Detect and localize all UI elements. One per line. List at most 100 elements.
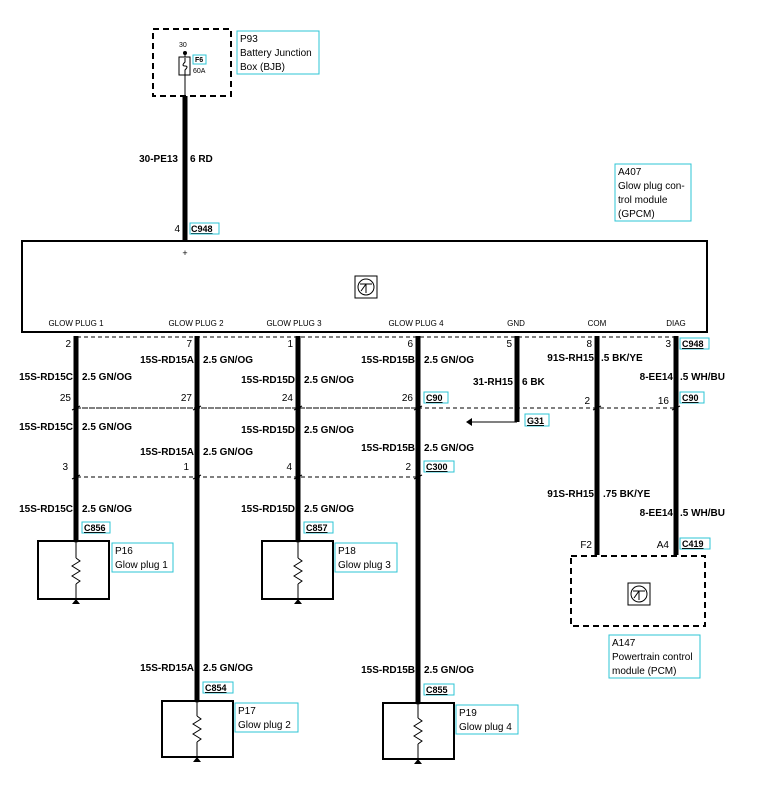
pcm-ref: A147 [612, 638, 636, 649]
wire-circuit-gnd: 31-RH15 [473, 377, 513, 388]
wire-circuit-gp3: 15S-RD15D [241, 375, 295, 386]
c300-pin: 3 [62, 462, 68, 473]
wire-circuit-gp1: 15S-RD15C [19, 372, 73, 383]
wire-gauge-com: .75 BK/YE [603, 489, 651, 500]
wire-circuit-gp3: 15S-RD15D [241, 425, 295, 436]
wire-circuit-com: 91S-RH15 [547, 353, 594, 364]
c948-pin: 5 [506, 339, 512, 350]
c857-connector: C857 [306, 523, 328, 533]
gpcm-plus: + [182, 248, 187, 258]
c90-pin: 24 [282, 393, 294, 404]
c948-pin: 8 [586, 339, 592, 350]
gp4-name: Glow plug 4 [459, 722, 512, 733]
wire-gauge-gp3: 2.5 GN/OG [304, 375, 354, 386]
resistor-icon [293, 557, 303, 585]
c90-pin: 25 [60, 393, 72, 404]
wire-gauge-gp1: 2.5 GN/OG [82, 504, 132, 515]
wire-circuit-gp3: 15S-RD15D [241, 504, 295, 515]
wire-circuit-gp2: 15S-RD15A [140, 355, 194, 366]
c948-pin: 2 [65, 339, 71, 350]
pcm-pin-a4: A4 [657, 540, 670, 551]
gpcm-module-icon [354, 275, 378, 299]
resistor-icon [413, 717, 423, 745]
bjb-terminal-label: 30 [179, 42, 187, 49]
pin-label-gp1: GLOW PLUG 1 [48, 319, 104, 328]
gpcm-ref: A407 [618, 167, 642, 178]
ground-icon [294, 599, 302, 604]
wire-gauge-gp3: 2.5 GN/OG [304, 504, 354, 515]
gpcm-name-3: (GPCM) [618, 209, 655, 220]
pcm-pin-f2: F2 [580, 540, 592, 551]
pcm-box [570, 555, 706, 627]
gp3-ref: P18 [338, 546, 356, 557]
ground-icon [72, 599, 80, 604]
c948-pin: 3 [665, 339, 671, 350]
gp4-ref: P19 [459, 708, 477, 719]
g31-ground: G31 [527, 416, 544, 426]
wire-circuit-gp4: 15S-RD15B [361, 443, 415, 454]
c300-pin: 4 [286, 462, 292, 473]
fuse-rating: 60A [193, 68, 206, 75]
glow-plug-4 [382, 701, 455, 764]
c90-connector: C90 [426, 393, 443, 403]
pcm-name-1: Powertrain control [612, 652, 693, 663]
wire-circuit-gp2: 15S-RD15A [140, 663, 194, 674]
ground-icon [193, 757, 201, 762]
pin-label-gp3: GLOW PLUG 3 [266, 319, 322, 328]
bjb-box [152, 28, 232, 97]
glow-plug-2 [161, 699, 234, 762]
c90-pin: 16 [658, 396, 670, 407]
gpcm-name-1: Glow plug con- [618, 181, 685, 192]
pin-label-gp4: GLOW PLUG 4 [388, 319, 444, 328]
wire-gauge-diag: .5 WH/BU [680, 508, 725, 519]
wire-gauge-gnd: 6 BK [522, 377, 546, 388]
fuse-id: F6 [195, 57, 203, 64]
gp2-ref: P17 [238, 706, 256, 717]
c948-top-pin: 4 [174, 224, 180, 235]
wire-circuit-gp4: 15S-RD15B [361, 665, 415, 676]
supply-gauge: 6 RD [190, 154, 213, 165]
wire-gauge-gp4: 2.5 GN/OG [424, 665, 474, 676]
pcm-name-2: module (PCM) [612, 666, 676, 677]
c300-connector: C300 [426, 462, 448, 472]
wire-gauge-diag: .5 WH/BU [680, 372, 725, 383]
gp2-name: Glow plug 2 [238, 720, 291, 731]
resistor-icon [192, 715, 202, 743]
pcm-module-icon [627, 582, 651, 606]
c90-pin: 2 [584, 396, 590, 407]
resistor-icon [71, 557, 81, 585]
glow-plug-1 [37, 539, 110, 604]
wire-gauge-gp2: 2.5 GN/OG [203, 355, 253, 366]
pin-label-gnd: GND [507, 319, 525, 328]
c419-connector: C419 [682, 539, 704, 549]
pin-label-diag: DIAG [666, 319, 686, 328]
wire-gauge-gp3: 2.5 GN/OG [304, 425, 354, 436]
gp1-name: Glow plug 1 [115, 560, 168, 571]
c90-pin: 27 [181, 393, 193, 404]
ground-icon [414, 759, 422, 764]
wire-circuit-com: 91S-RH15 [547, 489, 594, 500]
c948-pin: 1 [287, 339, 293, 350]
gpcm-name-2: trol module [618, 195, 668, 206]
wire-circuit-gp4: 15S-RD15B [361, 355, 415, 366]
wire-gauge-gp2: 2.5 GN/OG [203, 663, 253, 674]
bjb-name-1: Battery Junction [240, 48, 312, 59]
c90-connector-right: C90 [682, 393, 699, 403]
bjb-name-2: Box (BJB) [240, 62, 285, 73]
c948-pin: 6 [407, 339, 413, 350]
ground-icon [466, 418, 472, 426]
bjb-ref: P93 [240, 34, 258, 45]
wire-circuit-gp2: 15S-RD15A [140, 447, 194, 458]
wire-circuit-gp1: 15S-RD15C [19, 504, 73, 515]
wire-circuit-gp1: 15S-RD15C [19, 422, 73, 433]
gp3-name: Glow plug 3 [338, 560, 391, 571]
c90-pin: 26 [402, 393, 414, 404]
c854-connector: C854 [205, 683, 227, 693]
wire-gauge-gp1: 2.5 GN/OG [82, 372, 132, 383]
c948-connector: C948 [682, 339, 704, 349]
c948-top-connector: C948 [191, 224, 213, 234]
c300-pin: 2 [405, 462, 411, 473]
gp1-ref: P16 [115, 546, 133, 557]
wire-circuit-diag: 8-EE14 [640, 508, 674, 519]
